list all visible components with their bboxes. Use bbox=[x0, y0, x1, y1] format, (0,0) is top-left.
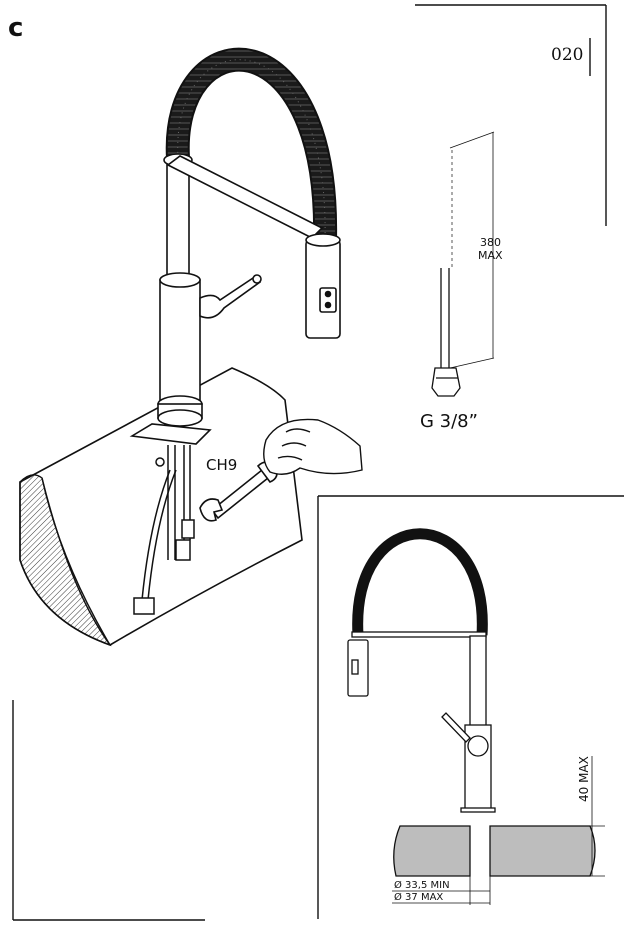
spray-head bbox=[305, 233, 341, 339]
hose-length-unit: MAX bbox=[478, 249, 503, 262]
deck-thickness-label: 40 MAX bbox=[577, 756, 591, 802]
countertop-cutaway bbox=[19, 367, 303, 647]
page-number: 020 bbox=[551, 45, 583, 65]
step-letter: c bbox=[8, 13, 23, 43]
dimension-panel-frame bbox=[317, 495, 624, 919]
page-number-frame bbox=[415, 4, 607, 226]
connection-thread-label: G 3/8” bbox=[420, 411, 478, 432]
supply-hoses bbox=[133, 445, 195, 615]
hose-length-value: 380 bbox=[480, 236, 501, 249]
corner-frame bbox=[12, 700, 205, 921]
hole-max-label: Ø 37 MAX bbox=[394, 891, 443, 903]
hose-detail bbox=[431, 131, 495, 397]
hand bbox=[263, 418, 363, 475]
dimension-faucet bbox=[347, 528, 496, 813]
dimension-countertop bbox=[392, 756, 605, 905]
faucet-spring-hose bbox=[165, 47, 338, 252]
hole-min-label: Ø 33,5 MIN bbox=[394, 879, 450, 891]
faucet-body bbox=[129, 153, 324, 445]
wrench-size-label: CH9 bbox=[206, 456, 237, 474]
